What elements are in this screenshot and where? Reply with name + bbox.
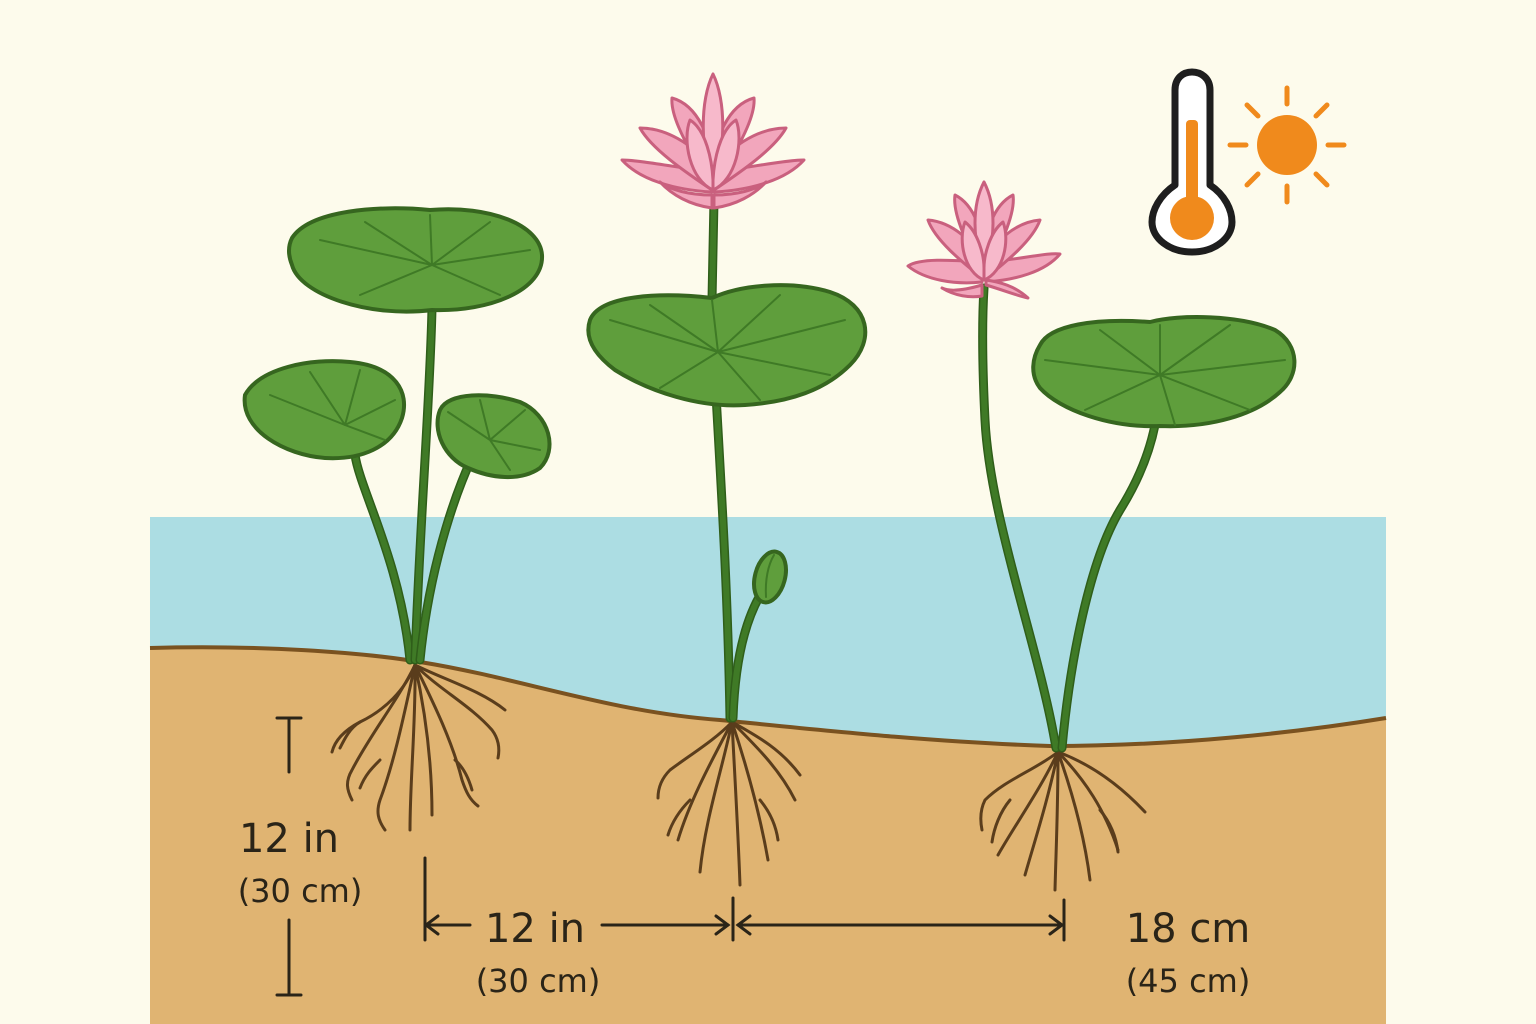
spacing-1-right-arrow: [714, 914, 731, 936]
plant-2-stems: [707, 195, 767, 723]
plant-3-roots: [979, 750, 1147, 892]
spacing-1-label-metric: (30 cm): [476, 962, 601, 1000]
plant-2-leaf: [586, 283, 868, 408]
depth-dimension: 12 in (30 cm): [238, 716, 363, 997]
lotus-plant-2: [586, 72, 868, 887]
plant-3-stems: [978, 283, 1160, 753]
plant-2-flower: [620, 72, 806, 210]
plant-1-leaf-right: [435, 393, 552, 480]
plant-1-leaf-left: [242, 359, 407, 461]
spacing-2-left-arrow: [735, 914, 752, 936]
thermometer-icon: [1148, 68, 1236, 256]
plant-1-roots: [330, 663, 507, 832]
plant-3-flower: [906, 180, 1062, 300]
spacing-1-label-imperial: 12 in: [485, 906, 585, 952]
sun-icon: [1227, 85, 1347, 205]
soil-area: [150, 647, 1386, 1024]
depth-label-imperial: 12 in: [239, 816, 339, 862]
depth-label-metric: (30 cm): [238, 872, 363, 910]
spacing-dimension-2: 18 cm (45 cm): [735, 898, 1251, 1000]
spacing-2-label-metric: (45 cm): [1126, 962, 1251, 1000]
plant-2-bud: [752, 549, 788, 605]
plant-3-leaf: [1031, 315, 1297, 429]
plant-1-leaf-top: [287, 206, 545, 314]
spacing-2-right-arrow: [1048, 914, 1065, 936]
lotus-plant-3: [906, 180, 1297, 892]
lotus-plant-1: [242, 206, 552, 832]
plant-2-roots: [656, 720, 802, 887]
spacing-dimension-1: 12 in (30 cm): [423, 856, 735, 1000]
spacing-1-left-arrow: [423, 914, 440, 936]
spacing-2-label-imperial: 18 cm: [1126, 906, 1251, 952]
